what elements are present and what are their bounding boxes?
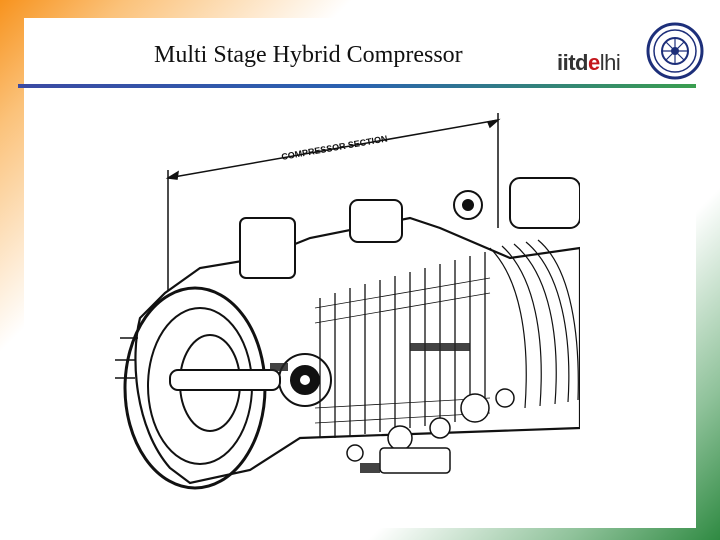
logo-part-1: iitd bbox=[557, 50, 589, 75]
figure-label: COMPRESSOR SECTION bbox=[281, 133, 389, 162]
logo-part-2: e bbox=[588, 50, 600, 75]
slide-title: Multi Stage Hybrid Compressor bbox=[154, 42, 463, 68]
title-underline-rule bbox=[18, 84, 696, 88]
compressor-cutaway-figure: COMPRESSOR SECTION bbox=[115, 113, 580, 490]
iit-delhi-seal-icon bbox=[646, 22, 704, 80]
iitd-logo-wordmark: iitdelhi bbox=[557, 50, 621, 76]
logo-part-3: lhi bbox=[599, 50, 621, 75]
